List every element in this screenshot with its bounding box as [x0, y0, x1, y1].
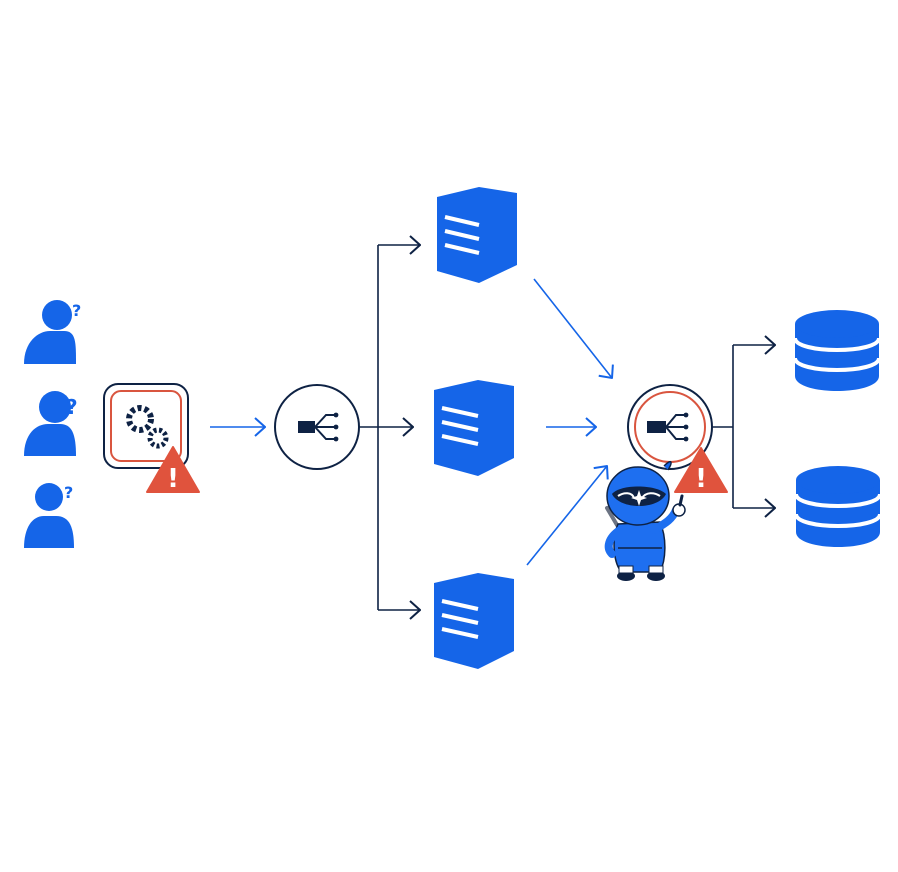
question-mark: ?	[66, 395, 78, 419]
database-icon	[793, 310, 881, 391]
converging-arrows	[526, 278, 612, 566]
server-icon	[434, 380, 514, 476]
warning-icon: !	[674, 447, 728, 494]
load-balancer-icon	[647, 412, 689, 442]
load-balancer-node	[274, 384, 360, 470]
database-connectors	[712, 345, 775, 508]
user-group: ? ? ?	[24, 300, 81, 548]
config-service-node: !	[103, 383, 200, 494]
server-icon	[437, 187, 517, 283]
user-question-icon: ?	[24, 483, 74, 548]
question-mark: ?	[64, 483, 73, 502]
svg-text:!: !	[695, 464, 707, 494]
branch-connectors	[359, 245, 420, 610]
load-balancer-icon	[298, 412, 339, 442]
user-question-icon: ?	[24, 300, 81, 364]
question-mark: ?	[72, 301, 81, 320]
gears-icon	[126, 405, 169, 449]
user-question-icon: ?	[24, 391, 78, 456]
ninja-mascot-icon	[604, 460, 686, 581]
server-icon	[434, 573, 514, 669]
warning-icon: !	[146, 446, 200, 494]
svg-text:!: !	[167, 464, 179, 494]
database-icon	[794, 466, 882, 547]
